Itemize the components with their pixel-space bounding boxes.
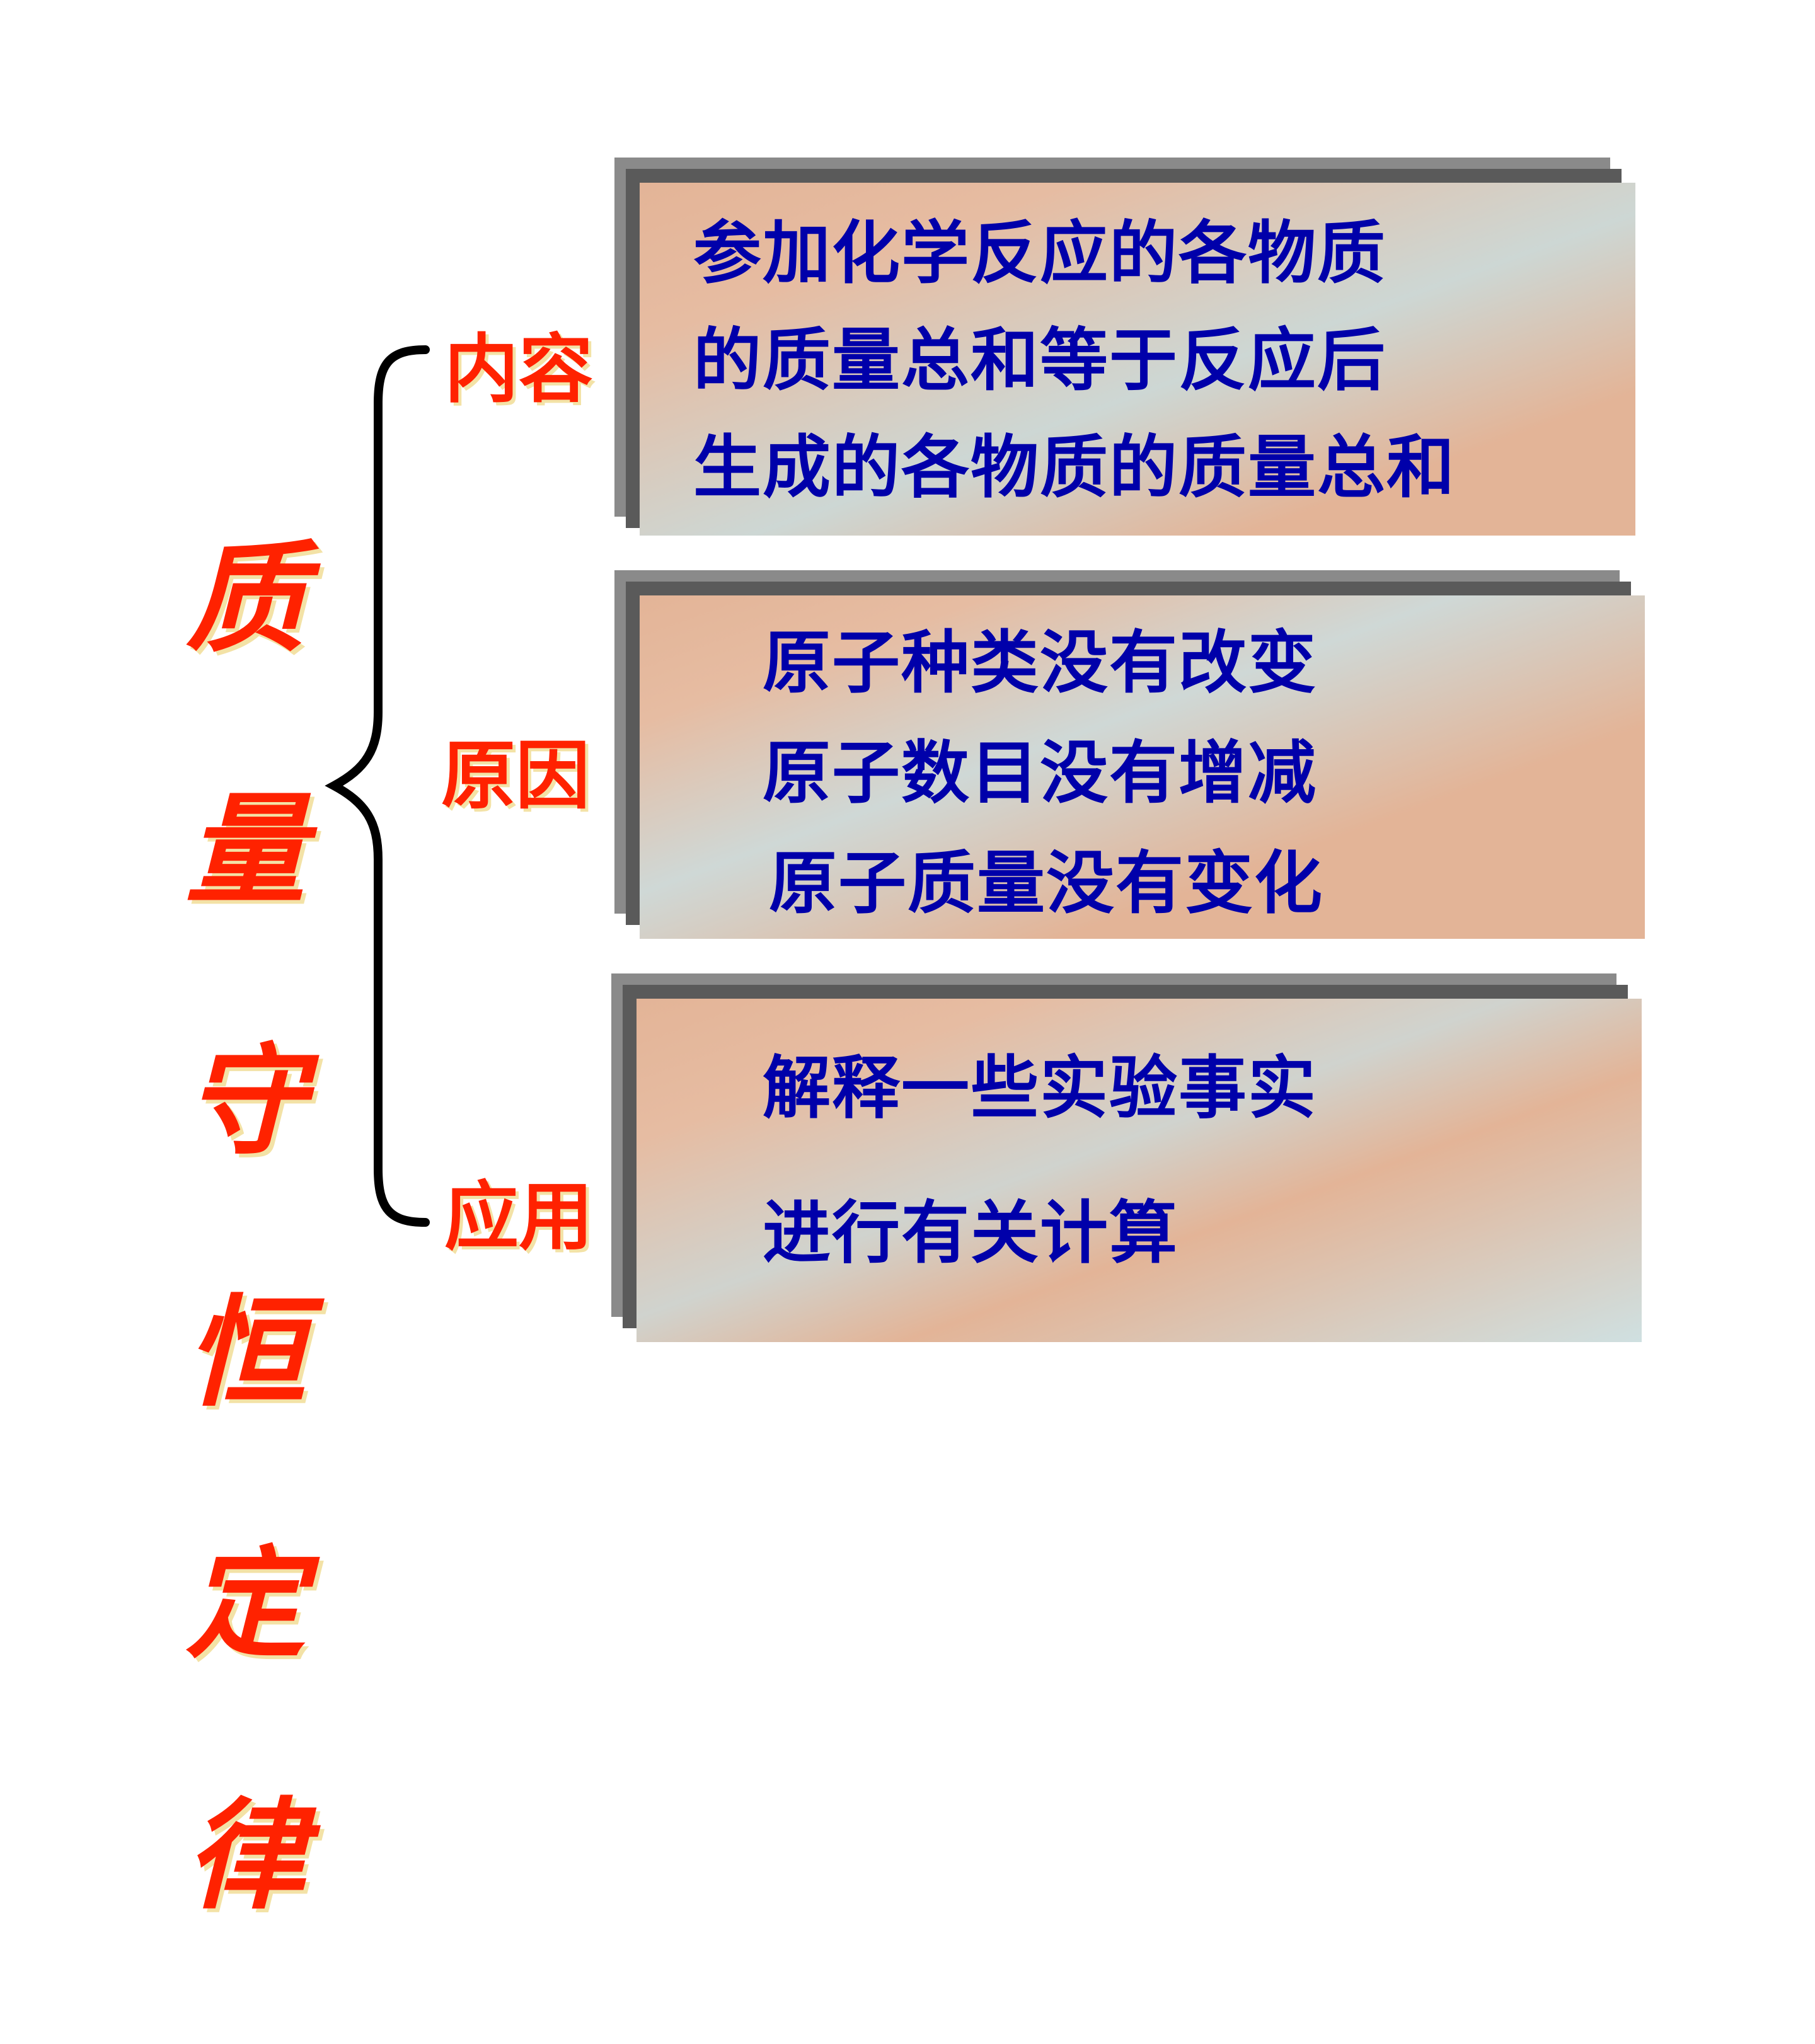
category-label-content: 内容 bbox=[444, 325, 594, 413]
title-char: 恒 bbox=[185, 1282, 306, 1423]
curly-brace bbox=[325, 345, 430, 1227]
application-line: 进行有关计算 bbox=[763, 1193, 1179, 1273]
content-line: 的质量总和等于反应后 bbox=[693, 321, 1387, 400]
title-char: 律 bbox=[185, 1784, 306, 1926]
panel-face: 参加化学反应的各物质 的质量总和等于反应后 生成的各物质的质量总和 bbox=[640, 183, 1635, 536]
content-line: 参加化学反应的各物质 bbox=[693, 214, 1387, 293]
reason-line: 原子数目没有增减 bbox=[763, 733, 1318, 813]
title-char: 质 bbox=[185, 527, 306, 669]
reason-line: 原子质量没有变化 bbox=[769, 844, 1324, 923]
brace-path bbox=[325, 345, 430, 1227]
title-char: 定 bbox=[185, 1533, 306, 1674]
application-panel: 解释一些实验事实 进行有关计算 bbox=[611, 973, 1642, 1342]
title-char: 量 bbox=[185, 779, 306, 920]
title-char: 守 bbox=[185, 1030, 306, 1171]
law-title: 质 量 守 恒 定 律 bbox=[176, 410, 315, 1917]
content-panel: 参加化学反应的各物质 的质量总和等于反应后 生成的各物质的质量总和 bbox=[614, 158, 1635, 542]
reason-line: 原子种类没有改变 bbox=[763, 623, 1318, 703]
panel-face: 解释一些实验事实 进行有关计算 bbox=[637, 999, 1642, 1342]
category-label-application: 应用 bbox=[444, 1173, 594, 1260]
reason-panel: 原子种类没有改变 原子数目没有增减 原子质量没有变化 bbox=[614, 570, 1645, 939]
content-line: 生成的各物质的质量总和 bbox=[693, 428, 1456, 507]
panel-face: 原子种类没有改变 原子数目没有增减 原子质量没有变化 bbox=[640, 595, 1645, 939]
application-line: 解释一些实验事实 bbox=[763, 1048, 1318, 1128]
category-label-reason: 原因 bbox=[441, 732, 591, 819]
